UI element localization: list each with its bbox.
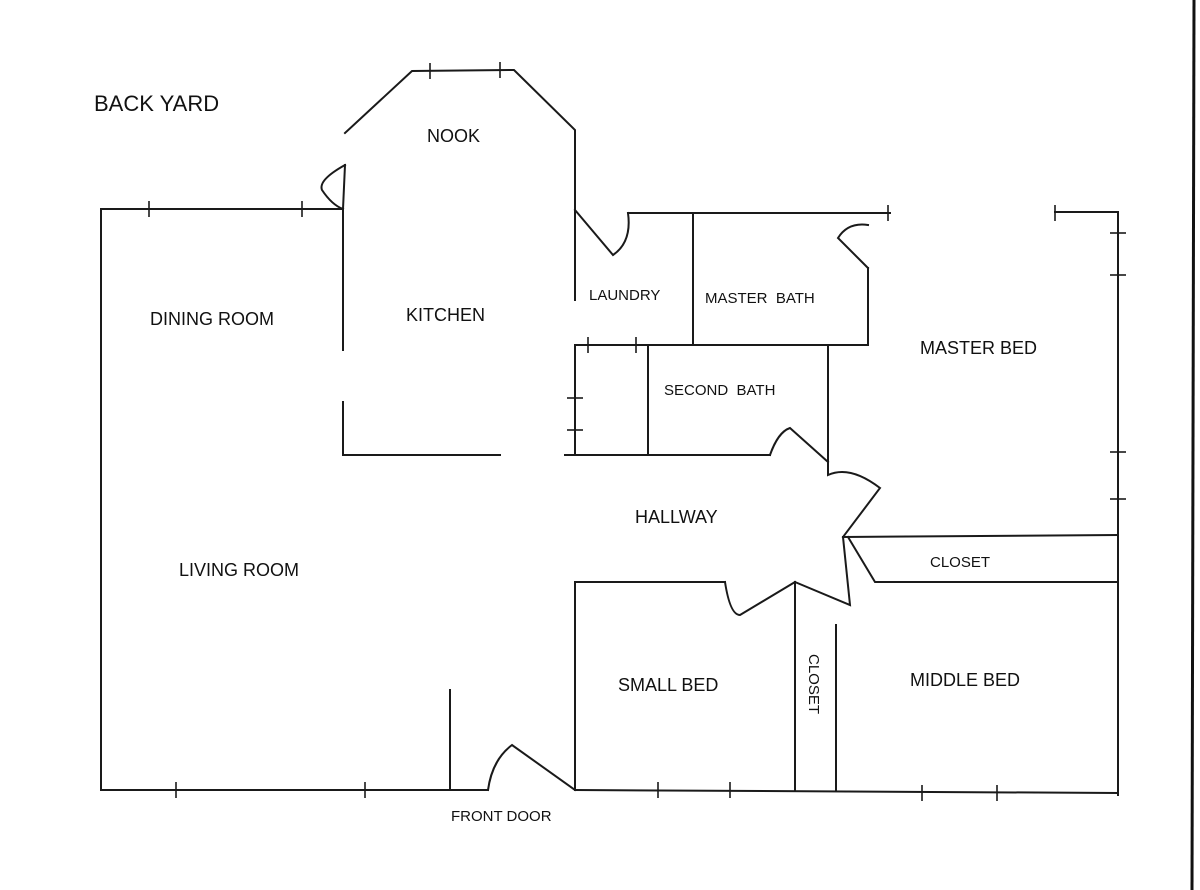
label-closet-vertical: CLOSET <box>805 654 822 714</box>
label-laundry: LAUNDRY <box>589 287 660 304</box>
door-swings <box>320 163 882 792</box>
label-kitchen: KITCHEN <box>406 305 485 325</box>
page-edge <box>1190 0 1196 890</box>
label-small-bed: SMALL BED <box>618 675 718 695</box>
label-front-door: FRONT DOOR <box>451 808 552 825</box>
label-hallway: HALLWAY <box>635 507 718 527</box>
label-master-bath: MASTER BATH <box>705 290 815 307</box>
label-dining-room: DINING ROOM <box>150 309 274 329</box>
label-back-yard: BACK YARD <box>94 91 219 116</box>
label-master-bed: MASTER BED <box>920 338 1037 358</box>
label-second-bath: SECOND BATH <box>664 382 775 399</box>
room-labels: BACK YARD NOOK DINING ROOM KITCHEN LAUND… <box>94 91 1037 825</box>
label-middle-bed: MIDDLE BED <box>910 670 1020 690</box>
label-living-room: LIVING ROOM <box>179 560 299 580</box>
label-nook: NOOK <box>427 126 480 146</box>
exterior-walls <box>100 68 1120 796</box>
interior-walls <box>342 208 1120 791</box>
window-ticks <box>148 62 1126 801</box>
label-closet-master: CLOSET <box>930 554 990 571</box>
